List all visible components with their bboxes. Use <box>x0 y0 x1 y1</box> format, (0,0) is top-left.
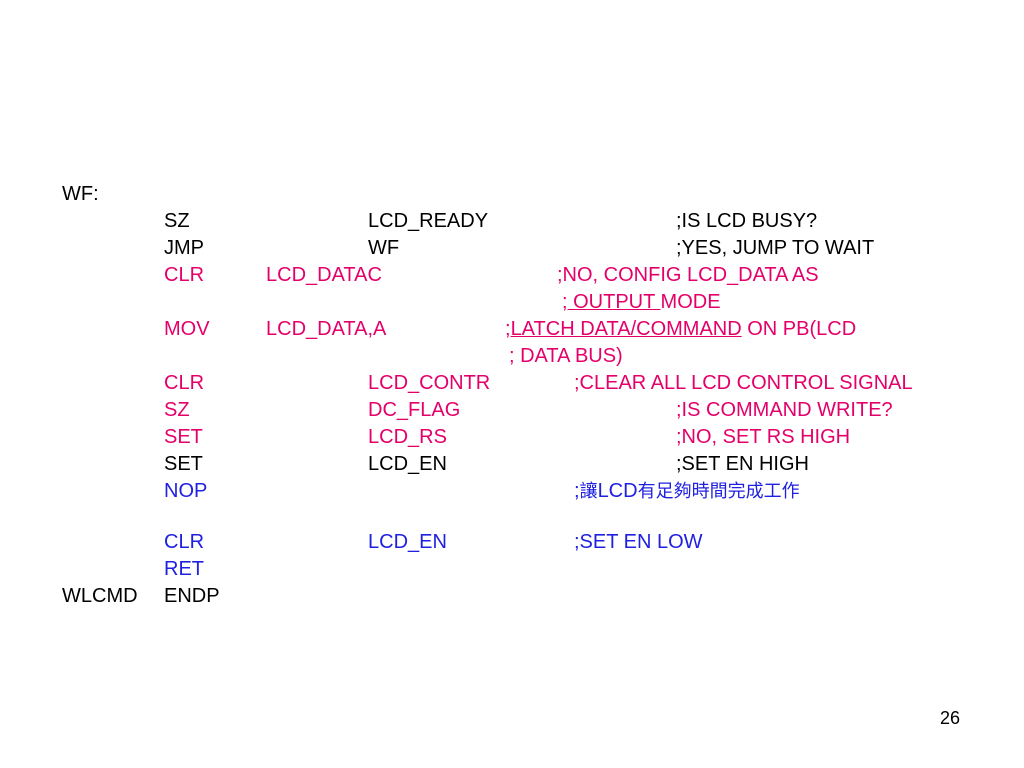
line5-arg: LCD_CONTR <box>368 372 491 394</box>
line9-cjk1: 讓 <box>579 481 598 502</box>
page-number: 26 <box>940 708 961 728</box>
line1-op: SZ <box>164 210 190 232</box>
line5-op: CLR <box>164 372 205 394</box>
line4-comment-suffix: ON PB(LCD <box>741 318 857 340</box>
line10-arg: LCD_EN <box>368 531 447 553</box>
line3b-comment: ; OUTPUT MODE <box>562 290 721 314</box>
line3-arg: LCD_DATAC <box>266 264 382 286</box>
line12-op: ENDP <box>164 585 220 607</box>
line1-arg: LCD_READY <box>368 210 489 232</box>
line6-op: SZ <box>164 399 190 421</box>
line6-comment: ;IS COMMAND WRITE? <box>676 399 893 421</box>
line7-op: SET <box>164 426 203 448</box>
line10-op: CLR <box>164 531 205 553</box>
line7-arg: LCD_RS <box>368 426 447 448</box>
line9-op: NOP <box>164 480 208 502</box>
line4-arg: LCD_DATA,A <box>266 318 387 340</box>
line6-arg: DC_FLAG <box>368 399 461 421</box>
label-wf: WF: <box>62 183 99 205</box>
line8-op: SET <box>164 453 203 475</box>
line4-op: MOV <box>164 318 210 340</box>
line8-arg: LCD_EN <box>368 453 447 475</box>
line10-comment: ;SET EN LOW <box>574 531 703 553</box>
line11-op: RET <box>164 558 204 580</box>
line3b-suffix: MODE <box>660 291 721 313</box>
line9-lcd: LCD <box>597 480 638 502</box>
line2-arg: WF <box>368 237 400 259</box>
line2-op: JMP <box>164 237 204 259</box>
line4-comment: ;LATCH DATA/COMMAND ON PB(LCD <box>505 317 856 341</box>
line5-comment: ;CLEAR ALL LCD CONTROL SIGNAL <box>574 372 913 394</box>
line3b-underlined: OUTPUT <box>567 291 661 313</box>
line3-op: CLR <box>164 264 205 286</box>
line4-comment-underlined: LATCH DATA/COMMAND <box>510 318 742 340</box>
line4b-comment: ; DATA BUS) <box>509 345 623 367</box>
line8-comment: ;SET EN HIGH <box>676 453 809 475</box>
line9-cjk2: 有足夠時間完成工作 <box>637 481 800 502</box>
line9-comment: ;讓LCD有足夠時間完成工作 <box>574 479 800 504</box>
line9-semicolon: ; <box>574 480 580 502</box>
line7-comment: ;NO, SET RS HIGH <box>676 426 851 448</box>
label-wlcmd: WLCMD <box>62 585 138 607</box>
line3-comment: ;NO, CONFIG LCD_DATA AS <box>557 264 819 286</box>
line1-comment: ;IS LCD BUSY? <box>676 210 818 232</box>
line3b-prefix: ; <box>562 291 568 313</box>
line4-comment-prefix: ; <box>505 318 511 340</box>
line2-comment: ;YES, JUMP TO WAIT <box>676 237 875 259</box>
